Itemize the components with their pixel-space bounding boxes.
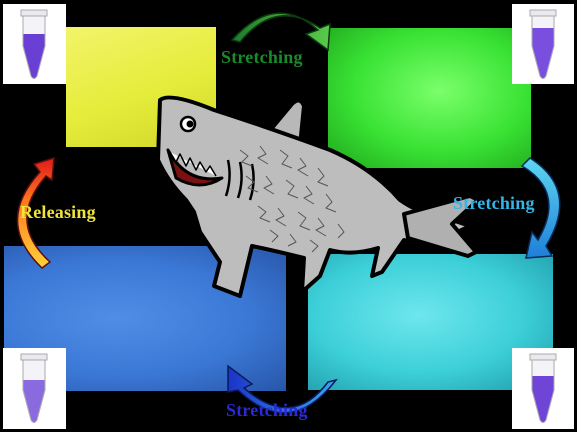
curved-arrow-icon: [230, 12, 331, 52]
curved-arrow-icon: [520, 157, 561, 259]
microtube-icon: [512, 4, 574, 84]
microtube-icon: [3, 348, 66, 429]
green-emission-panel: [328, 28, 531, 168]
stretching-label-right: Stretching: [453, 193, 535, 213]
curved-arrow-icon: [227, 364, 338, 414]
microtube-icon: [512, 348, 574, 429]
shark-icon: [156, 95, 480, 298]
microtube-icon: [3, 4, 66, 84]
curved-arrow-icon: [16, 156, 55, 269]
stretching-label-top: Stretching: [221, 47, 303, 67]
stretching-label-bottom: Stretching: [226, 400, 308, 420]
releasing-label: Releasing: [20, 202, 96, 222]
